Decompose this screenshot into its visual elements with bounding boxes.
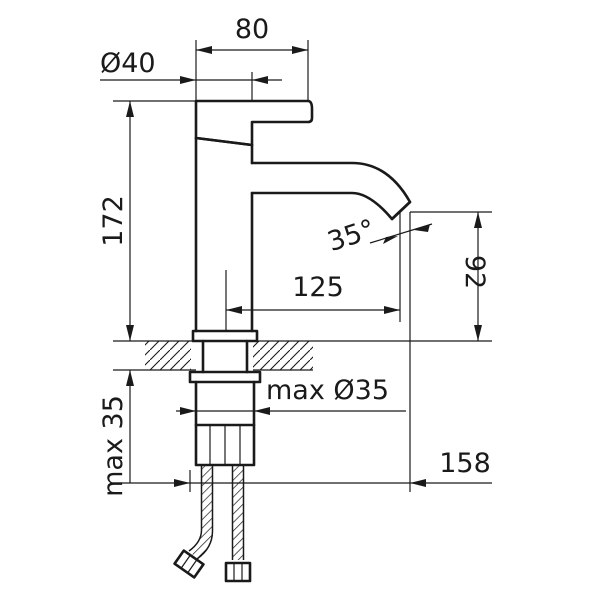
faucet-body xyxy=(188,99,412,467)
spout xyxy=(250,161,412,221)
countertop-hatch-right xyxy=(253,341,313,370)
lever-handle xyxy=(194,99,314,147)
hose-left xyxy=(189,465,213,560)
dim-spout-angle: 35° xyxy=(324,214,379,258)
hose-nut-right xyxy=(224,561,252,583)
dim-width-top: 80 xyxy=(235,14,269,45)
dim-spout-height: 92 xyxy=(459,255,490,289)
locking-nut xyxy=(188,370,262,384)
supply-hoses xyxy=(173,465,252,583)
dim-height-total: 172 xyxy=(98,195,129,247)
dim-diameter-handle: Ø40 xyxy=(100,48,156,79)
dim-total-reach: 158 xyxy=(439,448,491,479)
base-ring xyxy=(191,329,259,343)
dimension-lines xyxy=(100,40,492,492)
hose-nut-left xyxy=(173,549,205,579)
countertop-hatch-left xyxy=(145,341,191,370)
countertop xyxy=(113,340,492,371)
dim-spout-reach: 125 xyxy=(292,272,344,303)
dim-max-thickness: max 35 xyxy=(98,395,129,497)
dim-max-diameter-hole: max Ø35 xyxy=(266,375,389,406)
